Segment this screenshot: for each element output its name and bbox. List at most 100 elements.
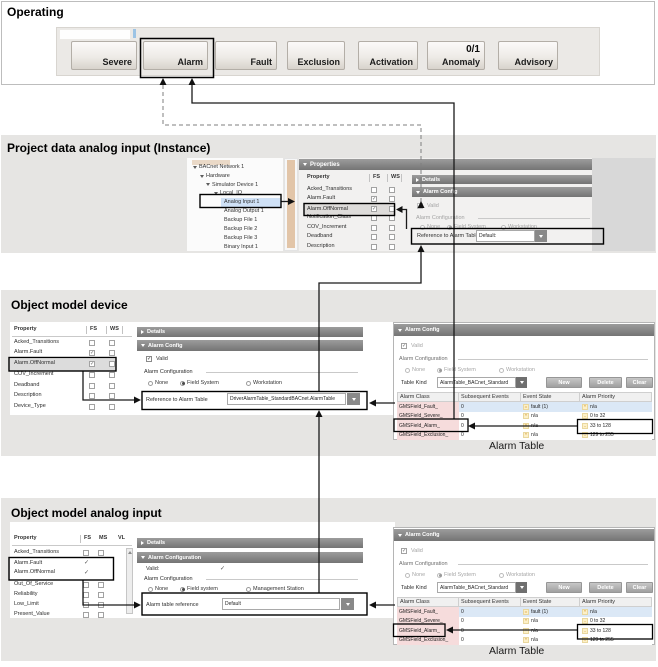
column-header-event-state[interactable]: Event State bbox=[521, 597, 580, 607]
ws-checkbox[interactable] bbox=[109, 403, 115, 410]
reference-dropdown[interactable]: Default bbox=[222, 598, 340, 610]
table-row-alarm[interactable]: GMSField_Alarm_ 0 *n/a ..33 to 128 bbox=[397, 626, 652, 636]
ms-checkbox[interactable] bbox=[98, 591, 104, 598]
severe-button[interactable]: Severe bbox=[71, 41, 137, 70]
property-name[interactable]: Present_Value bbox=[14, 610, 50, 617]
table-row-exclusion[interactable]: GMSField_Exclusion_ 0 *n/a ..129 to 255 bbox=[397, 635, 652, 645]
radio-workstation[interactable]: Workstation bbox=[246, 380, 282, 386]
fs-checkbox[interactable] bbox=[89, 371, 95, 378]
alarm-config-table-header[interactable]: Alarm Config bbox=[394, 529, 654, 541]
radio-workstation[interactable]: Workstation bbox=[499, 367, 535, 373]
ws-checkbox[interactable] bbox=[389, 186, 395, 193]
column-header-fs[interactable]: FS bbox=[373, 174, 381, 180]
property-name[interactable]: Deadband bbox=[14, 381, 40, 388]
property-name[interactable]: COV_Increment bbox=[307, 223, 347, 230]
ws-checkbox[interactable] bbox=[389, 196, 395, 202]
reference-dropdown[interactable]: DriverAlarmTable_StandardBACnet.AlarmTab… bbox=[227, 393, 346, 405]
fs-checkbox[interactable] bbox=[89, 382, 95, 389]
scrollbar[interactable] bbox=[126, 548, 133, 614]
property-name[interactable]: Alarm.Fault bbox=[14, 349, 43, 355]
ws-checkbox[interactable] bbox=[109, 382, 115, 389]
expand-icon[interactable] bbox=[206, 183, 210, 186]
fault-button[interactable]: Fault bbox=[215, 41, 277, 70]
radio-none[interactable]: None bbox=[148, 380, 168, 386]
tree-item-simulator-device[interactable]: Simulator Device 1 bbox=[206, 182, 258, 188]
reference-dropdown[interactable]: Default: bbox=[476, 230, 535, 242]
fs-checkbox[interactable] bbox=[371, 243, 377, 250]
column-header-fs[interactable]: FS bbox=[84, 535, 92, 541]
ws-checkbox[interactable] bbox=[109, 393, 115, 399]
anomaly-button[interactable]: 0/1 Anomaly bbox=[427, 41, 485, 70]
column-header-vl[interactable]: VL bbox=[118, 535, 126, 541]
ms-checkbox[interactable] bbox=[98, 601, 104, 608]
tree-item-local-io[interactable]: Local_IO bbox=[214, 190, 242, 196]
property-name[interactable]: Out_Of_Service bbox=[14, 580, 54, 587]
column-header-alarm-class[interactable]: Alarm Class bbox=[397, 597, 459, 607]
ms-checkbox[interactable] bbox=[98, 550, 104, 556]
fs-checkbox[interactable]: ✓ bbox=[371, 206, 377, 212]
property-name[interactable]: Description bbox=[14, 392, 42, 398]
table-kind-dropdown-button[interactable] bbox=[516, 582, 527, 593]
fs-check[interactable]: ✓ bbox=[84, 560, 90, 566]
property-name[interactable]: Acked_Transitions bbox=[14, 549, 60, 555]
property-name[interactable]: Deadband bbox=[307, 233, 333, 239]
fs-checkbox[interactable] bbox=[371, 224, 377, 231]
tree-item-backup-file-1[interactable]: Backup File 1 bbox=[224, 217, 257, 223]
property-name[interactable]: COV_Increment bbox=[14, 370, 54, 377]
expand-icon[interactable] bbox=[193, 165, 197, 169]
tree-item-analog-input-1[interactable]: Analog Input 1 bbox=[224, 199, 259, 205]
fs-checkbox[interactable] bbox=[371, 234, 377, 240]
ws-checkbox[interactable] bbox=[389, 215, 395, 221]
alarm-button[interactable]: Alarm bbox=[143, 41, 208, 70]
activation-button[interactable]: Activation bbox=[358, 41, 418, 70]
tree-item-analog-output-1[interactable]: Analog Output 1 bbox=[224, 208, 264, 214]
property-name[interactable]: Alarm.OffNormal bbox=[14, 359, 55, 366]
tree-item-hardware[interactable]: Hardware bbox=[200, 173, 230, 179]
table-kind-dropdown[interactable]: AlarmTable_BACnet_Standard bbox=[437, 582, 516, 593]
table-row-fault[interactable]: GMSField_Fault_ 0 =fault (1) *n/a bbox=[397, 607, 652, 617]
ws-checkbox[interactable] bbox=[109, 371, 115, 378]
reference-dropdown-button[interactable] bbox=[347, 393, 360, 405]
radio-field-system[interactable]: Field System bbox=[180, 380, 219, 386]
details-panel-header[interactable]: Details bbox=[412, 175, 592, 184]
reference-dropdown-button[interactable] bbox=[341, 598, 354, 610]
valid-checkbox[interactable]: ✓ bbox=[401, 548, 407, 554]
details-panel-header[interactable]: Details bbox=[137, 538, 363, 548]
fs-checkbox[interactable] bbox=[371, 186, 377, 193]
table-row-severe[interactable]: GMSField_Severe_ 0 *n/a ..0 to 32 bbox=[397, 616, 652, 626]
column-header-subsequent-events[interactable]: Subsequent Events bbox=[459, 597, 521, 607]
fs-checkbox[interactable] bbox=[89, 393, 95, 399]
new-button[interactable]: New bbox=[546, 377, 582, 388]
fs-checkbox[interactable] bbox=[89, 340, 95, 346]
delete-button[interactable]: Delete bbox=[589, 582, 622, 593]
tree-item-backup-file-2[interactable]: Backup File 2 bbox=[224, 226, 257, 232]
expand-icon[interactable] bbox=[214, 191, 218, 195]
valid-check[interactable]: ✓ bbox=[220, 565, 226, 572]
fs-checkbox[interactable] bbox=[89, 403, 95, 410]
table-kind-dropdown-button[interactable] bbox=[516, 377, 527, 388]
ws-checkbox[interactable] bbox=[389, 234, 395, 240]
properties-panel-header[interactable]: Properties bbox=[299, 159, 592, 170]
clear-button[interactable]: Clear bbox=[626, 377, 653, 388]
tree-item-bacnet-network[interactable]: BACnet Network 1 bbox=[193, 164, 244, 170]
advisory-button[interactable]: Advisory bbox=[498, 41, 558, 70]
property-name[interactable]: Alarm.Fault bbox=[14, 559, 43, 566]
alarm-config-table-header[interactable]: Alarm Config bbox=[394, 324, 654, 336]
tree-item-backup-file-3[interactable]: Backup File 3 bbox=[224, 235, 257, 241]
column-header-ws[interactable]: WS bbox=[391, 174, 400, 180]
ws-checkbox[interactable] bbox=[389, 206, 395, 212]
expand-icon[interactable] bbox=[200, 174, 204, 178]
ws-checkbox[interactable] bbox=[389, 224, 395, 231]
alarm-config-panel-header[interactable]: Alarm Config bbox=[137, 340, 363, 351]
radio-none[interactable]: None bbox=[405, 367, 425, 373]
fs-checkbox[interactable]: ✓ bbox=[371, 196, 377, 202]
column-header-property[interactable]: Property bbox=[14, 326, 37, 332]
fs-check[interactable]: ✓ bbox=[84, 569, 90, 576]
radio-field-system[interactable]: Field System bbox=[437, 572, 476, 578]
table-row-alarm[interactable]: GMSField_Alarm_ 0 *n/a ..33 to 128 bbox=[397, 421, 652, 431]
column-header-alarm-priority[interactable]: Alarm Priority bbox=[580, 597, 652, 607]
property-name[interactable]: Alarm.OffNormal bbox=[307, 205, 348, 212]
property-name[interactable]: Device_Type bbox=[14, 402, 46, 409]
delete-button[interactable]: Delete bbox=[589, 377, 622, 388]
fs-checkbox[interactable] bbox=[83, 581, 89, 588]
